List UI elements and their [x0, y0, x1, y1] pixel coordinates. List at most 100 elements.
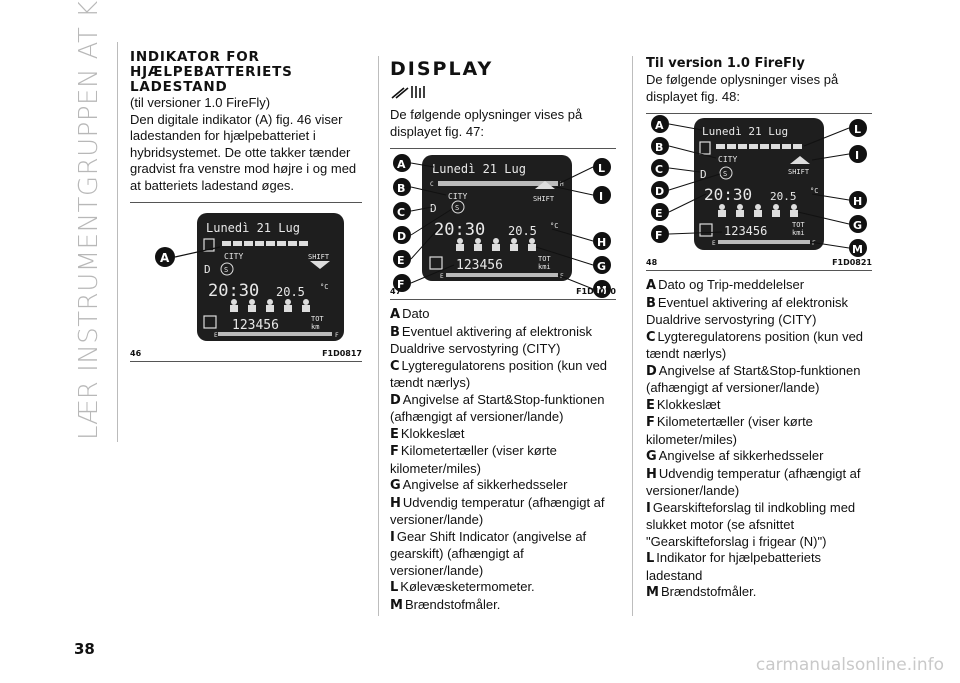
- lcd-figure-48: Lunedì 21 Lug CITY SHIFT D S 20:30 20.5 …: [651, 115, 867, 257]
- svg-text:C: C: [655, 163, 663, 176]
- svg-text:H: H: [853, 195, 862, 208]
- watermark: carmanualsonline.info: [755, 655, 944, 675]
- svg-text:B: B: [397, 182, 405, 195]
- shift-down-icon: [310, 261, 330, 269]
- svg-text:S: S: [723, 170, 727, 178]
- figure-number: 46: [130, 349, 142, 358]
- seatbelt-icon: [718, 204, 798, 217]
- figure-number: 47: [390, 287, 402, 296]
- lcd-temperature: 20.5: [508, 224, 537, 238]
- svg-text:G: G: [853, 219, 862, 232]
- battery-segments: [716, 144, 802, 149]
- seatbelt-icon: [456, 238, 536, 251]
- display-intro: De følgende oplysninger vises på display…: [390, 107, 583, 139]
- svg-text:H: H: [560, 181, 564, 188]
- column-battery-indicator: INDIKATOR FOR HJÆLPEBATTERIETS LADESTAND…: [130, 50, 362, 362]
- start-stop-icon: [451, 200, 465, 214]
- svg-text:C: C: [397, 206, 405, 219]
- svg-text:S: S: [455, 204, 459, 212]
- lcd-figure-46: Lunedì 21 Lug CITY SHIFT D S 20:30 20.5 …: [155, 213, 344, 341]
- svg-text:G: G: [597, 260, 606, 273]
- column-firefly-display: Til version 1.0 FireFly De følgende oply…: [646, 56, 872, 602]
- svg-text:D: D: [397, 230, 406, 243]
- fuel-bar: [718, 240, 810, 244]
- svg-text:kmi: kmi: [792, 229, 805, 237]
- lcd-time: 20:30: [208, 281, 259, 301]
- svg-text:E: E: [655, 207, 663, 220]
- side-rule: [117, 42, 118, 442]
- svg-text:E: E: [214, 332, 218, 339]
- svg-text:L: L: [598, 162, 605, 175]
- column-divider-2: [632, 56, 633, 616]
- column-display: DISPLAY De følgende oplysninger vises på…: [390, 58, 616, 614]
- fuel-icon: [699, 223, 713, 237]
- right-callouts: L I H G M: [797, 119, 867, 257]
- shift-up-icon: [790, 156, 810, 164]
- temp-bar: [438, 181, 558, 186]
- shift-label: SHIFT: [788, 168, 810, 176]
- fuel-bar: [218, 332, 332, 336]
- callout-a: [155, 247, 175, 267]
- seatbelt-icon: [230, 299, 310, 312]
- svg-text:A: A: [160, 251, 170, 265]
- callout-line: [174, 246, 221, 258]
- svg-text:D: D: [655, 185, 664, 198]
- display-intro: De følgende oplysninger vises på display…: [646, 72, 839, 104]
- figure-code: F1D0817: [322, 349, 362, 358]
- left-callouts: A B C D E F: [651, 115, 723, 243]
- beam-level-icon: D: [204, 263, 211, 276]
- city-label: CITY: [448, 192, 467, 201]
- start-stop-icon: [719, 166, 733, 180]
- figure-48: Lunedì 21 Lug CITY SHIFT D S 20:30 20.5 …: [646, 113, 872, 271]
- svg-text:B: B: [655, 141, 663, 154]
- section-heading: Til version 1.0 FireFly: [646, 56, 805, 71]
- left-callouts: A B C D E F: [393, 154, 455, 292]
- svg-text:km: km: [311, 323, 319, 331]
- fuel-pump-icon: [699, 141, 711, 155]
- section-heading: INDIKATOR FOR HJÆLPEBATTERIETS LADESTAND: [130, 49, 293, 95]
- svg-text:E: E: [440, 273, 444, 280]
- battery-segments: [222, 241, 308, 246]
- svg-text:°C: °C: [810, 187, 818, 195]
- lcd-figure-47: Lunedì 21 Lug C H CITY SHIFT D S 20:30 2…: [393, 154, 611, 298]
- svg-text:°C: °C: [550, 222, 558, 230]
- lcd-odometer: 123456: [456, 258, 503, 273]
- svg-text:F: F: [812, 240, 816, 247]
- beam-level-icon: D: [700, 168, 707, 181]
- section-subtitle: (til versioner 1.0 FireFly): [130, 95, 271, 110]
- svg-text:kmi: kmi: [538, 263, 551, 271]
- svg-text:TOT: TOT: [538, 255, 551, 263]
- side-section-title: LÆR INSTRUMENTGRUPPEN AT KENDE: [74, 0, 104, 440]
- right-callouts: L I H G M: [535, 158, 611, 298]
- svg-text:TOT: TOT: [792, 221, 805, 229]
- lcd-time: 20:30: [704, 185, 752, 204]
- start-stop-icon: [220, 262, 234, 276]
- svg-text:°C: °C: [320, 283, 328, 291]
- svg-text:I: I: [599, 190, 603, 203]
- svg-text:S: S: [224, 266, 228, 274]
- page-number: 38: [74, 640, 95, 658]
- lcd-temperature: 20.5: [276, 285, 305, 299]
- svg-text:M: M: [852, 243, 863, 256]
- svg-text:TOT: TOT: [311, 315, 324, 323]
- column-divider-1: [378, 56, 379, 616]
- figure-46: Lunedì 21 Lug CITY SHIFT D S 20:30 20.5 …: [130, 202, 362, 362]
- fuel-pump-icon: [203, 238, 215, 252]
- lcd-odometer: 123456: [232, 318, 279, 333]
- lcd-date: Lunedì 21 Lug: [432, 162, 526, 176]
